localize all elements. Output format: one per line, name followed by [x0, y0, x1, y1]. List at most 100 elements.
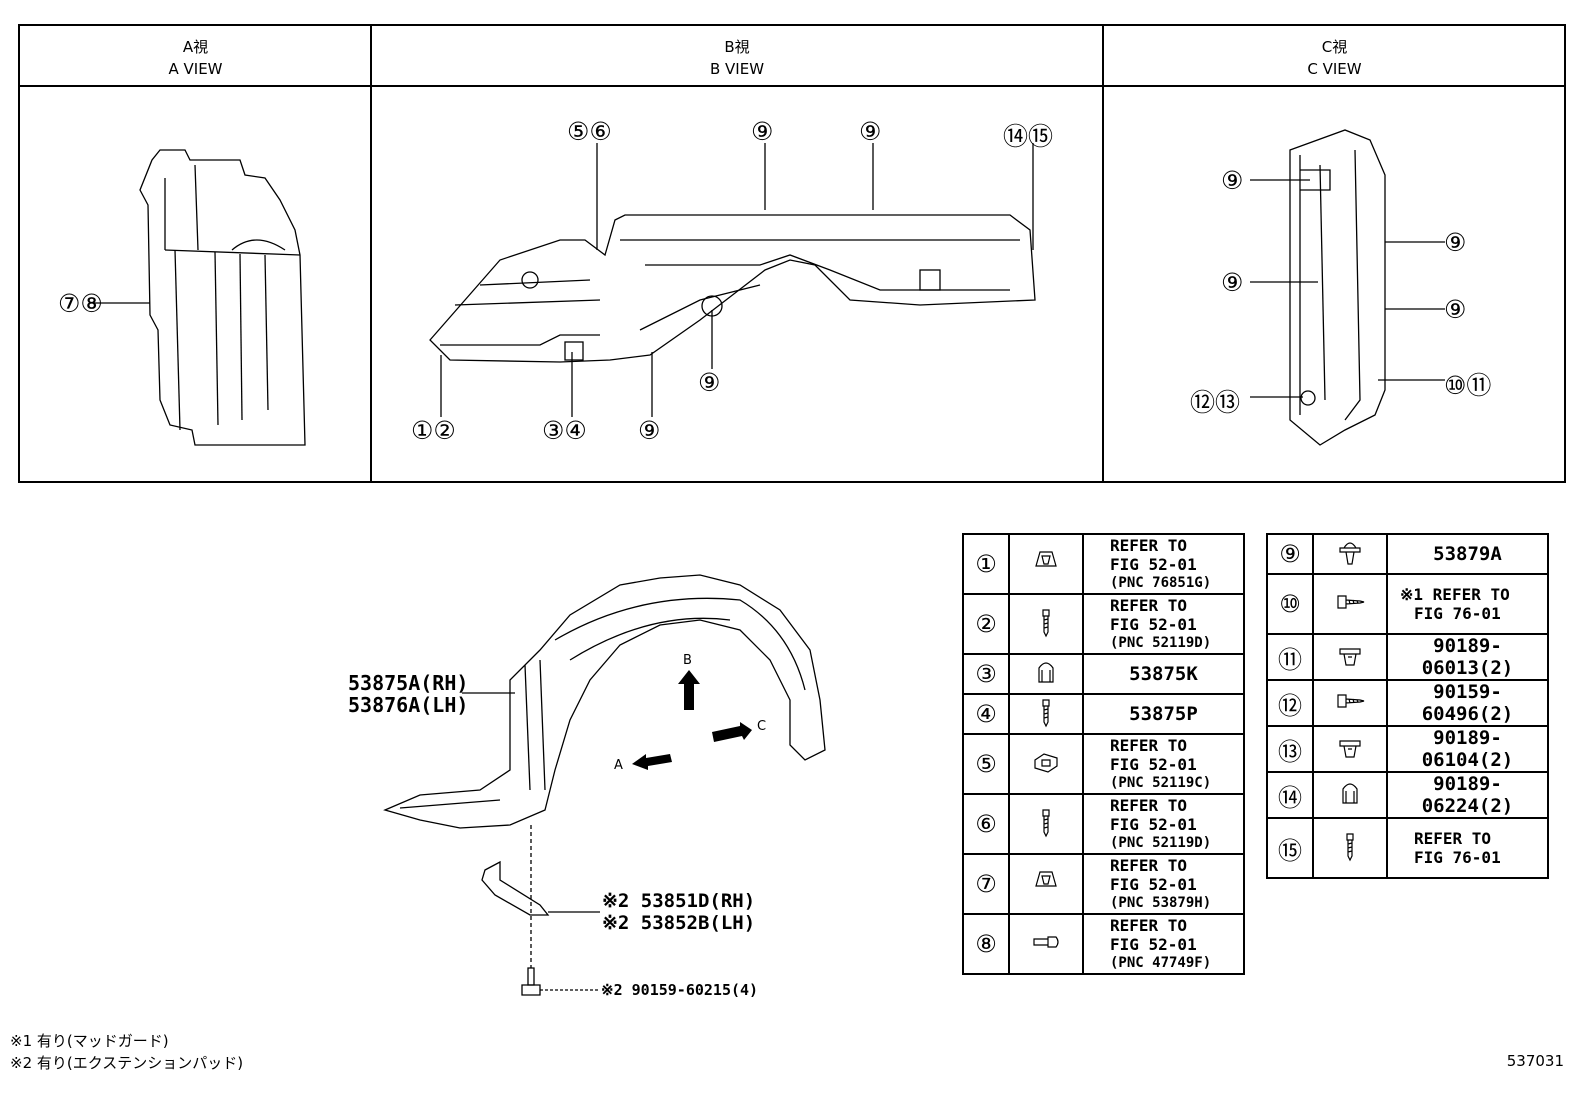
legend-reference-line: FIG 52-01 [1110, 814, 1197, 834]
legend-number-label: ⑨ [1279, 540, 1301, 568]
legend-number-label: ⑮ [1278, 836, 1302, 865]
legend-icon-cell [1008, 853, 1084, 915]
footnotes: ※1 有り(マッドガード) ※2 有り(エクステンションパッド) [10, 1030, 243, 1074]
view-b-title-jp: B視 [724, 38, 750, 56]
legend-reference-line: REFER TO [1110, 855, 1188, 875]
legend-icon-cell [1312, 533, 1388, 575]
arrow-b-label: B [683, 653, 692, 668]
legend-number-label: ③ [975, 660, 997, 688]
footnote-2: ※2 有り(エクステンションパッド) [10, 1054, 244, 1072]
callout-c-10-11: ⑩⑪ [1444, 371, 1492, 400]
legend-part-number: 90189-06224(2) [1386, 771, 1549, 819]
push-clip-icon [1339, 542, 1361, 565]
view-c-title-en: C VIEW [1307, 60, 1362, 78]
legend-number-label: ⑦ [975, 870, 997, 898]
tapping-screw-icon [1337, 595, 1365, 609]
legend-number: ⑬ [1266, 725, 1314, 773]
view-a: A視 A VIEW [20, 26, 371, 481]
legend-icon-cell [1312, 573, 1388, 635]
legend-reference-line: REFER TO [1110, 795, 1188, 815]
legend-part-number: 90189-06104(2) [1386, 725, 1549, 773]
nut-icon [1034, 753, 1058, 773]
legend-number: ⑤ [962, 733, 1010, 795]
callout-c-9: ⑨ [1444, 295, 1467, 324]
legend-number-label: ⑫ [1278, 691, 1302, 720]
legend-reference-line: FIG 52-01 [1110, 934, 1197, 954]
retainer-icon [1342, 783, 1358, 804]
liner-side-profile [139, 149, 306, 446]
legend-number-label: ⑪ [1278, 645, 1302, 674]
legend-reference-line: (PNC 53879H) [1110, 894, 1212, 911]
grommet-icon [1339, 740, 1361, 758]
arrow-a-label: A [614, 758, 623, 773]
legend-number-label: ⑩ [1279, 590, 1301, 618]
part-number-pad: ※2 53851D(RH) ※2 53852B(LH) [602, 890, 755, 934]
screw-icon [1346, 833, 1354, 862]
legend-row: ⑬ 90189-06104(2) [1266, 725, 1549, 773]
legend-icon-cell [1008, 733, 1084, 795]
view-a-title-en: A VIEW [168, 60, 223, 78]
part-number-screw: ※2 90159-60215(4) [601, 981, 759, 999]
legend-reference-line: (PNC 52119D) [1110, 634, 1212, 651]
legend-number: ① [962, 533, 1010, 595]
grommet-icon [1339, 648, 1361, 666]
legend-reference-line: REFER TO [1110, 735, 1188, 755]
legend-part-number: 53875P [1082, 693, 1245, 735]
legend-number: ⑪ [1266, 633, 1314, 681]
legend-reference-line: FIG 52-01 [1110, 754, 1197, 774]
legend-reference-line: (PNC 47749F) [1110, 954, 1212, 971]
legend-reference-line: FIG 76-01 [1414, 604, 1501, 623]
legend-number-label: ⑬ [1278, 737, 1302, 766]
legend-reference-line: FIG 52-01 [1110, 874, 1197, 894]
callout-b-3-4: ③④ [542, 416, 587, 445]
legend-reference-line: (PNC 52119C) [1110, 774, 1212, 791]
clip-icon [1035, 871, 1057, 887]
legend-icon-cell [1312, 725, 1388, 773]
view-divider [370, 26, 372, 481]
legend-number: ⑮ [1266, 817, 1314, 879]
legend-icon-cell [1008, 793, 1084, 855]
legend-icon-cell [1008, 653, 1084, 695]
legend-number-label: ⑤ [975, 750, 997, 778]
clip-icon [1035, 551, 1057, 567]
screw-icon [1042, 609, 1050, 638]
legend-icon-cell [1008, 693, 1084, 735]
legend-icon-cell [1312, 679, 1388, 727]
fender-liner-assembly [383, 574, 826, 829]
screw-part [521, 967, 541, 996]
view-c-title-jp: C視 [1321, 38, 1348, 56]
screw-icon [1042, 699, 1050, 728]
legend-icon-cell [1008, 533, 1084, 595]
legend-part-number: 53879A [1386, 533, 1549, 575]
legend-part-number: 90189-06013(2) [1386, 633, 1549, 681]
figure-number: 537031 [1506, 1052, 1564, 1070]
callout-b-9: ⑨ [751, 117, 774, 146]
legend-number: ⑥ [962, 793, 1010, 855]
legend-icon-cell [1008, 593, 1084, 655]
legend-reference-line: REFER TO [1414, 829, 1492, 848]
legend-icon-cell [1312, 771, 1388, 819]
legend-part-number: 90159-60496(2) [1386, 679, 1549, 727]
callout-c-9: ⑨ [1444, 228, 1467, 257]
arrow-c-label: C [757, 719, 767, 734]
arrow-a-icon [632, 754, 672, 770]
callout-b-14-15: ⑭⑮ [1003, 122, 1054, 151]
view-c: C視 C VIEW [1103, 26, 1566, 481]
legend-reference-line: FIG 52-01 [1110, 554, 1197, 574]
views-frame: A視 A VIEW B視 B VIEW C視 C VIEW [18, 24, 1566, 483]
callout-c-12-13: ⑫⑬ [1190, 388, 1241, 417]
legend-row: ⑨ 53879A [1266, 533, 1549, 575]
callout-c-9: ⑨ [1221, 268, 1244, 297]
legend-number: ⑧ [962, 913, 1010, 975]
legend-reference-line: (PNC 52119D) [1110, 834, 1212, 851]
legend-number-label: ④ [975, 700, 997, 728]
legend-row: ④ 53875P [962, 693, 1245, 735]
